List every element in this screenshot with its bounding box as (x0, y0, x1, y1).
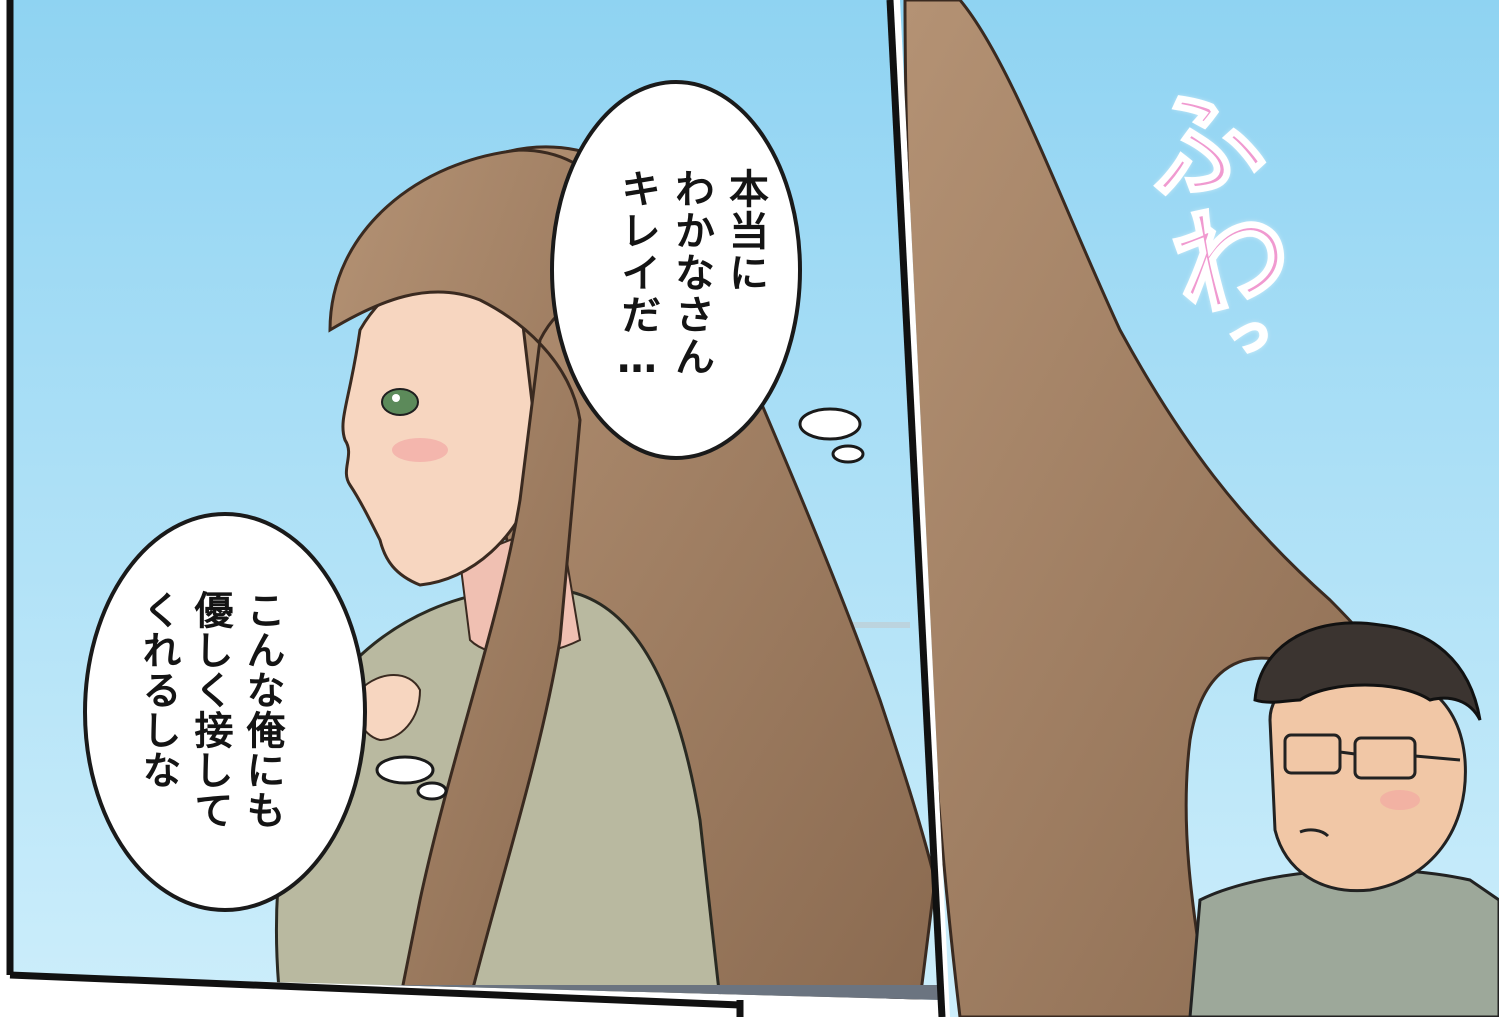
man-character (1188, 621, 1499, 1017)
thought-line-3: キレイだ… (614, 168, 660, 384)
thought-bubble-body (550, 80, 802, 460)
panel-borders (6, 0, 946, 1017)
speech-line-1: こんな俺にも (240, 590, 285, 830)
speech-bubble-body (83, 512, 367, 912)
woman-eye (381, 388, 419, 416)
thought-line-2: わかなさん (668, 168, 714, 378)
speech-bubble (83, 512, 448, 912)
window-frame (10, 985, 940, 1000)
speech-bubble-tail-large (375, 755, 435, 785)
man-blush (1380, 790, 1420, 810)
thought-line-1: 本当に (722, 168, 768, 294)
man-shirt (1188, 868, 1499, 1017)
woman-blush (392, 438, 448, 462)
thought-bubble (550, 80, 865, 464)
speech-bubble-text: こんな俺にも 優しく接して くれるしな (132, 590, 288, 830)
speech-line-3: くれるしな (136, 590, 181, 790)
thought-bubble-tail-small (831, 444, 865, 464)
speech-line-2: 優しく接して (188, 590, 233, 830)
man-mouth (1299, 828, 1330, 838)
man-glasses-icon (1283, 733, 1461, 780)
thought-bubble-text: 本当に わかなさん キレイだ… (610, 168, 772, 384)
thought-bubble-tail-large (798, 407, 862, 441)
speech-bubble-tail-small (416, 781, 448, 801)
right-panel (900, 0, 1499, 1017)
man-hair (1253, 621, 1482, 721)
